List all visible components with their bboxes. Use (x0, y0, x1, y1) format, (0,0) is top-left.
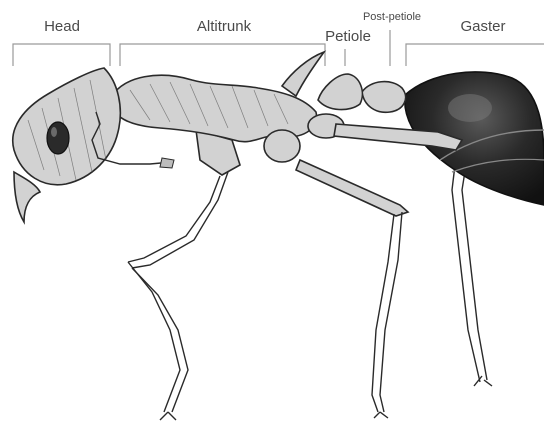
front-leg (128, 130, 240, 420)
post-petiole (362, 82, 406, 113)
label-post-petiole: Post-petiole (363, 11, 421, 23)
label-altitrunk: Altitrunk (197, 18, 252, 35)
middle-leg (296, 160, 408, 418)
ant-illustration (13, 52, 544, 420)
eye (47, 122, 69, 154)
antenna-club (160, 158, 174, 168)
middle-coxa (264, 130, 300, 162)
gaster-highlight (448, 94, 492, 122)
eye-highlight (51, 127, 57, 137)
petiole (318, 74, 362, 110)
bracket-head (13, 44, 110, 66)
propodeal-spine (282, 52, 324, 96)
bracket-gaster (406, 44, 544, 66)
label-head: Head (44, 18, 80, 35)
label-gaster: Gaster (460, 18, 505, 35)
bracket-altitrunk (120, 44, 325, 66)
head (13, 68, 121, 185)
label-petiole: Petiole (325, 28, 371, 45)
